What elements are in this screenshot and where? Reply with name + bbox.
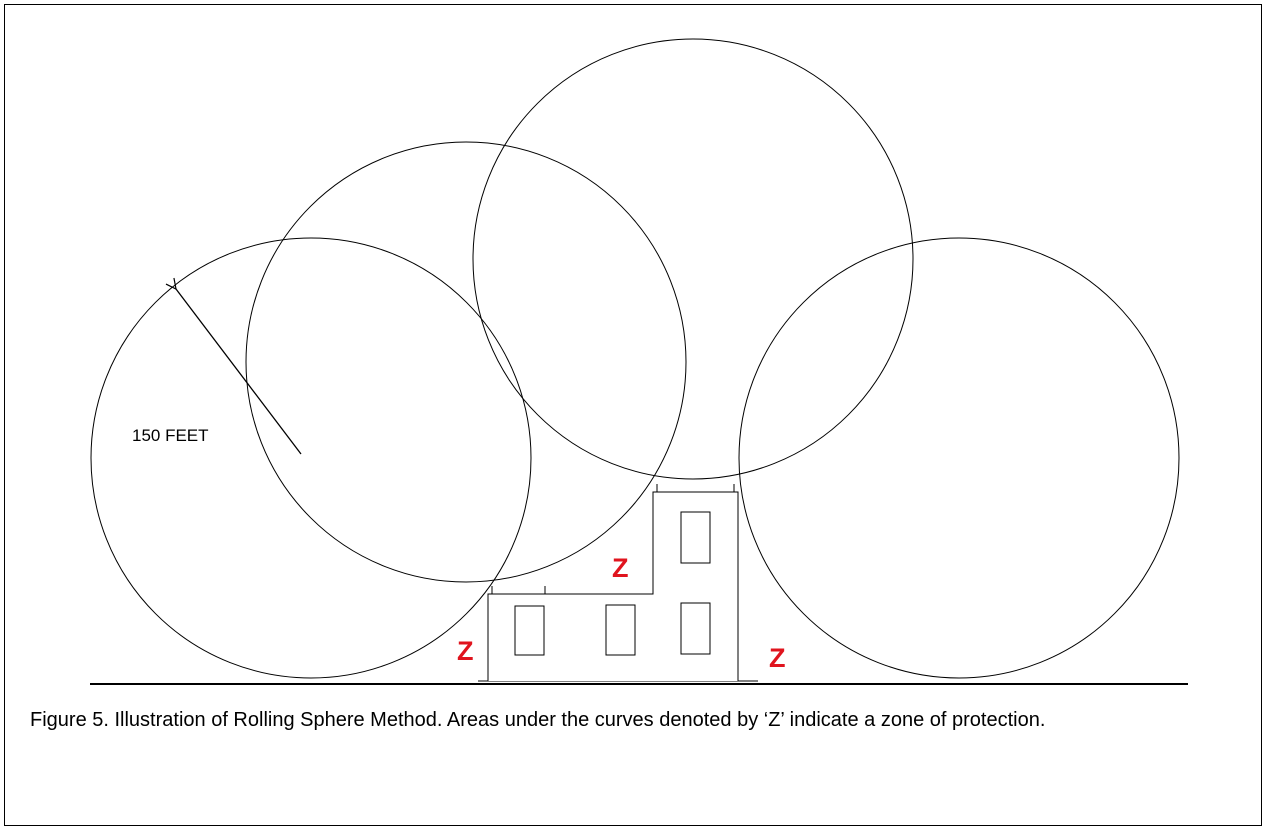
window bbox=[680, 602, 711, 655]
radius-arrow bbox=[176, 289, 302, 455]
zone-label: Z bbox=[612, 553, 629, 583]
window bbox=[514, 605, 545, 656]
zone-label: Z bbox=[457, 636, 474, 666]
rolling-sphere-4 bbox=[738, 237, 1180, 679]
rolling-sphere-3 bbox=[472, 38, 914, 480]
rolling-sphere-1 bbox=[90, 237, 532, 679]
building bbox=[487, 484, 739, 681]
figure-frame bbox=[4, 4, 1262, 826]
window bbox=[680, 511, 711, 564]
zone-label: Z bbox=[769, 643, 786, 673]
radius-label: 150 FEET bbox=[132, 426, 209, 445]
rolling-sphere-2 bbox=[245, 141, 687, 583]
figure-caption: Figure 5. Illustration of Rolling Sphere… bbox=[30, 709, 1046, 731]
window bbox=[605, 604, 636, 656]
